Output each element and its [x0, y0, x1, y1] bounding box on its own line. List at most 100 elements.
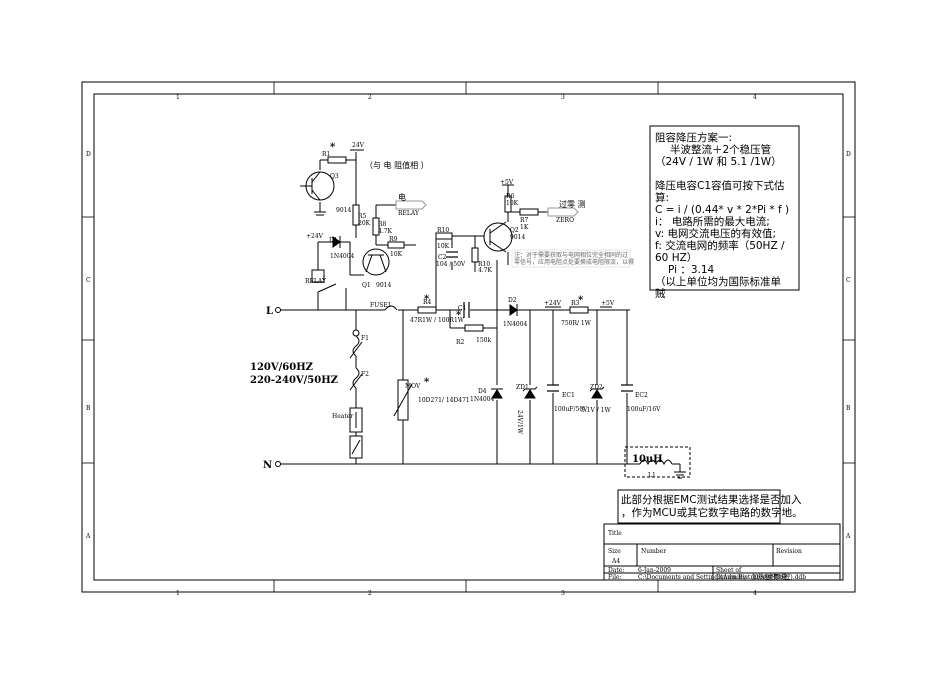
col-label-4-top: 4 — [753, 94, 757, 101]
note-line-11: Pi ：3.14 — [668, 264, 715, 276]
ec2-value: 100uF/16V — [627, 406, 661, 413]
resistor-r10-series — [436, 233, 452, 239]
vcc-5v-rail: +5V — [601, 300, 615, 307]
fuse-label: FUSE1 — [370, 302, 392, 309]
resistor-r6 — [505, 196, 511, 212]
resistor-r7 — [520, 209, 538, 215]
title-block-text: Title Size A4 Number Revision Date: 6-Ja… — [608, 530, 806, 581]
transistor-q1 — [363, 249, 389, 275]
d1-label: D1 — [329, 237, 338, 244]
col-label-4-bottom: 4 — [753, 590, 757, 597]
note-text: 阻容降压方案一: 半波整流＋2个稳压管 （24V / 1W 和 5.1 /1W）… — [655, 131, 789, 300]
r6-value: 10K — [506, 200, 519, 207]
small-note-box — [512, 250, 630, 267]
note-line-3: （24V / 1W 和 5.1 /1W） — [655, 156, 782, 168]
note-line-13: 贼 — [655, 287, 666, 300]
resistor-r1 — [328, 157, 346, 163]
relay-net-label — [396, 201, 426, 209]
drawn-by-label: Drawn By: — [716, 574, 748, 581]
zd1-label: ZD1 — [516, 384, 529, 391]
diode-d2 — [510, 304, 517, 316]
file-label: File: — [608, 574, 622, 581]
row-label-D-left: D — [86, 151, 91, 158]
label-N: N — [263, 460, 272, 471]
row-label-A-left: A — [85, 533, 91, 540]
size-label: Size — [608, 548, 621, 555]
date-value: 6-Jan-2009 — [638, 567, 671, 574]
capacitor-c1 — [464, 302, 469, 318]
f2-label: F2 — [361, 371, 369, 378]
d4-label: D4 — [478, 388, 487, 395]
transistor-q2 — [484, 222, 512, 252]
note-line-5: 算: — [655, 191, 669, 204]
r10b-value: 4.7K — [478, 267, 493, 274]
relay-net-text: RELAY — [398, 210, 420, 217]
vcc-24v-rail: +24V — [544, 300, 562, 307]
col-label-1-top: 1 — [176, 94, 180, 101]
ec1-label: EC1 — [562, 392, 575, 399]
note-line-2: 半波整流＋2个稳压管 — [670, 143, 771, 156]
r4-value: 47R1W / 100R1W — [410, 317, 465, 324]
r2-label: R2 — [456, 339, 465, 346]
d4-type: 1N4004 — [470, 396, 495, 403]
heater-element — [350, 408, 362, 458]
label-L: L — [266, 306, 273, 317]
r7-label: R7 — [520, 217, 529, 224]
r6-label: R6 — [506, 193, 515, 200]
q3-type: 9014 — [336, 207, 351, 214]
revision-label: Revision — [776, 548, 802, 555]
r1-star: * — [330, 142, 336, 153]
resistor-r2 — [465, 325, 483, 331]
relay-coil — [312, 270, 324, 282]
col-label-3-bottom: 3 — [561, 590, 565, 597]
inductor-l1 — [625, 447, 690, 478]
size-value: A4 — [611, 558, 620, 565]
terminal-L — [276, 308, 281, 313]
mains-wires — [280, 260, 630, 464]
r4-star: * — [424, 294, 430, 305]
q2-label: Q2 — [510, 227, 519, 234]
zener-zd1 — [523, 387, 537, 398]
q3-label: Q3 — [330, 173, 339, 180]
mov-value: 10D271/ 14D471 — [418, 397, 470, 404]
r9-value: 10K — [390, 251, 403, 258]
date-label: Date: — [608, 567, 624, 574]
col-label-2-top: 2 — [368, 94, 372, 101]
vcc-24v-top: 24V — [352, 142, 365, 149]
d1-type: 1N4004 — [330, 253, 355, 260]
title-label: Title — [608, 530, 622, 537]
capacitor-c2 — [446, 252, 458, 257]
mov-label: MOV — [405, 383, 421, 390]
note-line-1: 阻容降压方案一: — [655, 131, 732, 144]
row-label-C-right: C — [846, 277, 851, 284]
emc-note-line-2: ，作为MCU或其它数字电路的数字地。 — [621, 506, 803, 519]
r7-value: 1K — [520, 224, 529, 231]
r10a-value: 10K — [437, 243, 450, 250]
vcc-24v-d1: +24V — [306, 233, 324, 240]
r8-value: 4.7K — [378, 228, 393, 235]
row-label-B-right: B — [846, 405, 851, 412]
resistor-r10-shunt — [472, 248, 478, 262]
mains-freq-2: 220-240V/50HZ — [250, 375, 338, 386]
q1-label: Q1 — [362, 282, 371, 289]
r4-label: R4 — [423, 299, 432, 306]
row-label-D-right: D — [846, 151, 851, 158]
r3-star: * — [578, 295, 584, 306]
zero-net-label — [548, 208, 578, 216]
vcc-5v-top: +5V — [500, 179, 514, 186]
fuse-f2 — [350, 368, 362, 395]
border-labels: 1 2 3 4 1 2 3 4 D C B A D C B A — [85, 94, 851, 597]
r5-value: 20K — [358, 220, 371, 227]
r10a-label: R10 — [437, 227, 449, 234]
note-box — [650, 126, 799, 290]
relay-coil-label: RELAY — [305, 278, 327, 285]
small-note-line-2: 零信号，应用电阻点处要换成电阻限流，以得 — [514, 258, 634, 266]
transistor-q3 — [300, 172, 334, 200]
electric-label: 电 — [398, 192, 406, 202]
r5-label: R5 — [358, 213, 367, 220]
file-value: C:\Documents and Settings\Administrator\… — [638, 573, 788, 581]
r8-label: R8 — [378, 221, 387, 228]
r1-label: R1 — [322, 151, 330, 158]
note-line-8: v: 电网交流电压的有效值; — [655, 227, 776, 240]
